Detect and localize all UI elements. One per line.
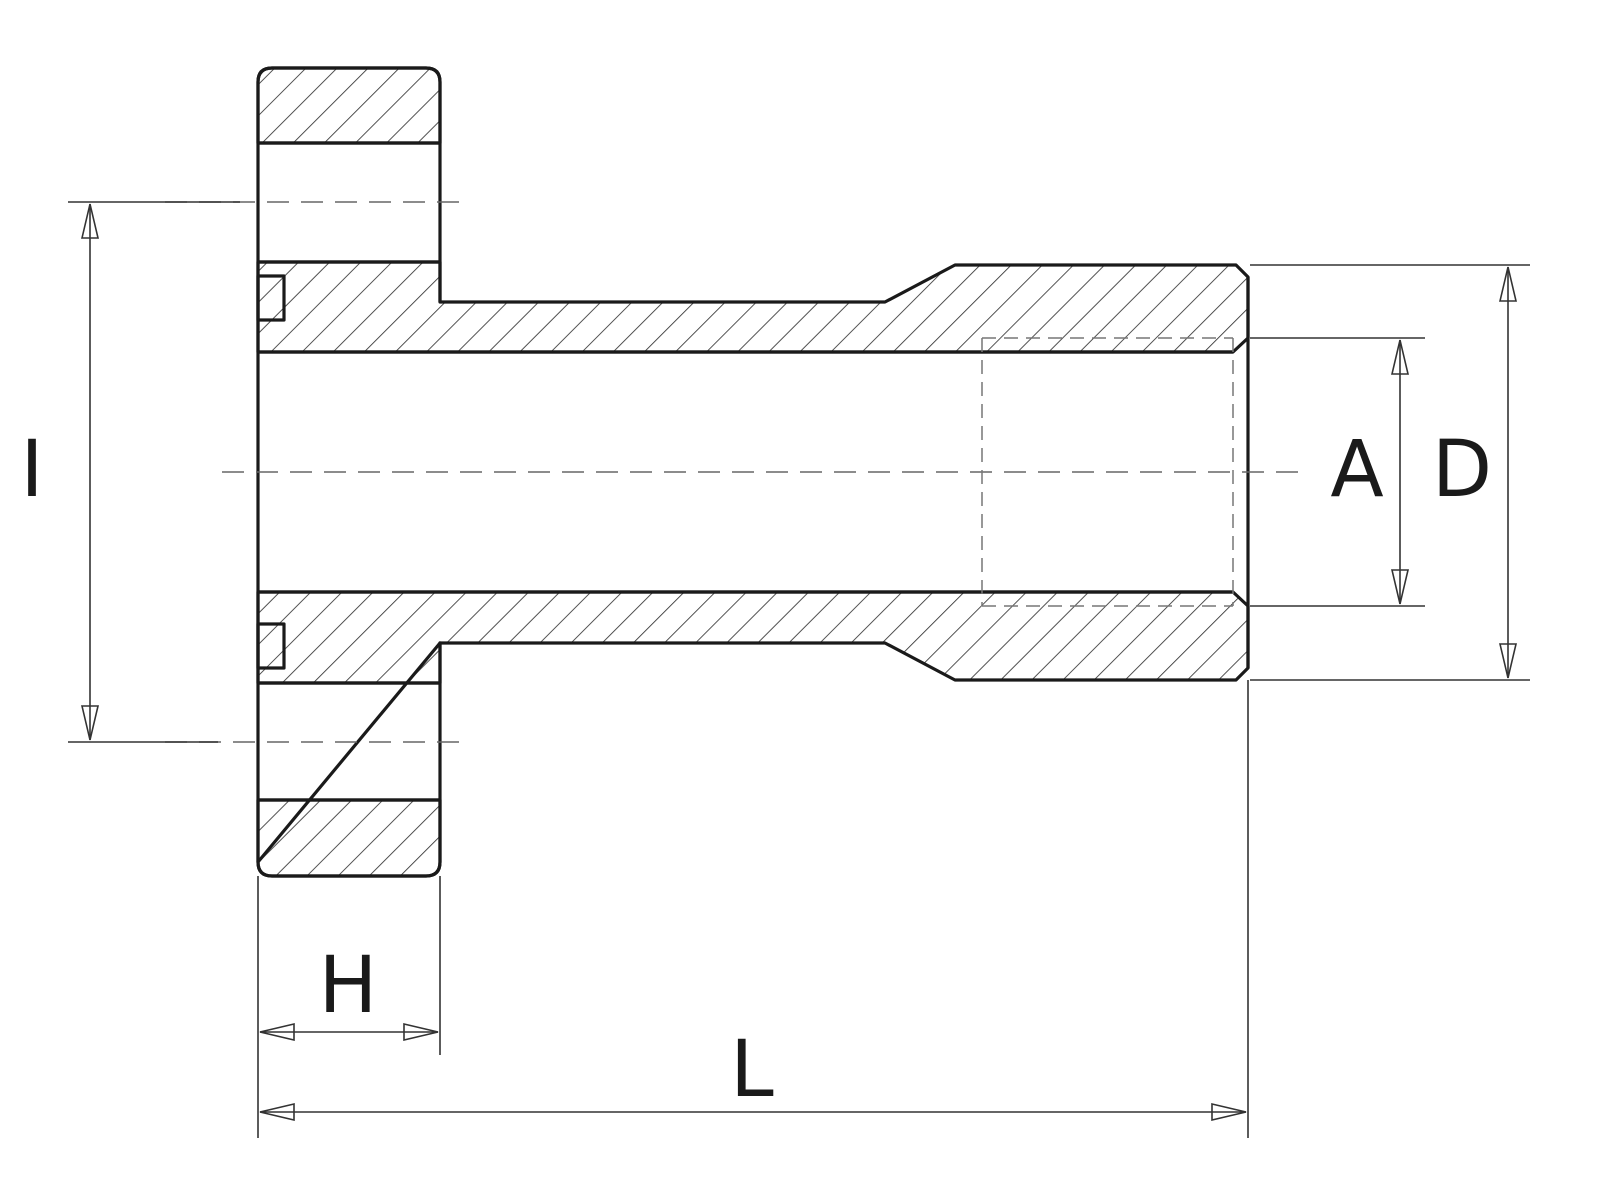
- seal-groove-bottom: [256, 622, 286, 670]
- dimension-lines: [68, 201, 1530, 1138]
- label-l: L: [730, 1025, 774, 1115]
- label-d: D: [1432, 425, 1492, 515]
- label-a: A: [1330, 425, 1383, 515]
- label-h: H: [319, 941, 378, 1031]
- flange-outline: [256, 66, 442, 878]
- label-i: I: [20, 425, 43, 515]
- flange-bottom-section: [256, 798, 442, 878]
- seal-groove-top: [256, 274, 286, 322]
- flange-top-section: [256, 66, 442, 145]
- dimension-labels: I A D H L: [20, 425, 1492, 1115]
